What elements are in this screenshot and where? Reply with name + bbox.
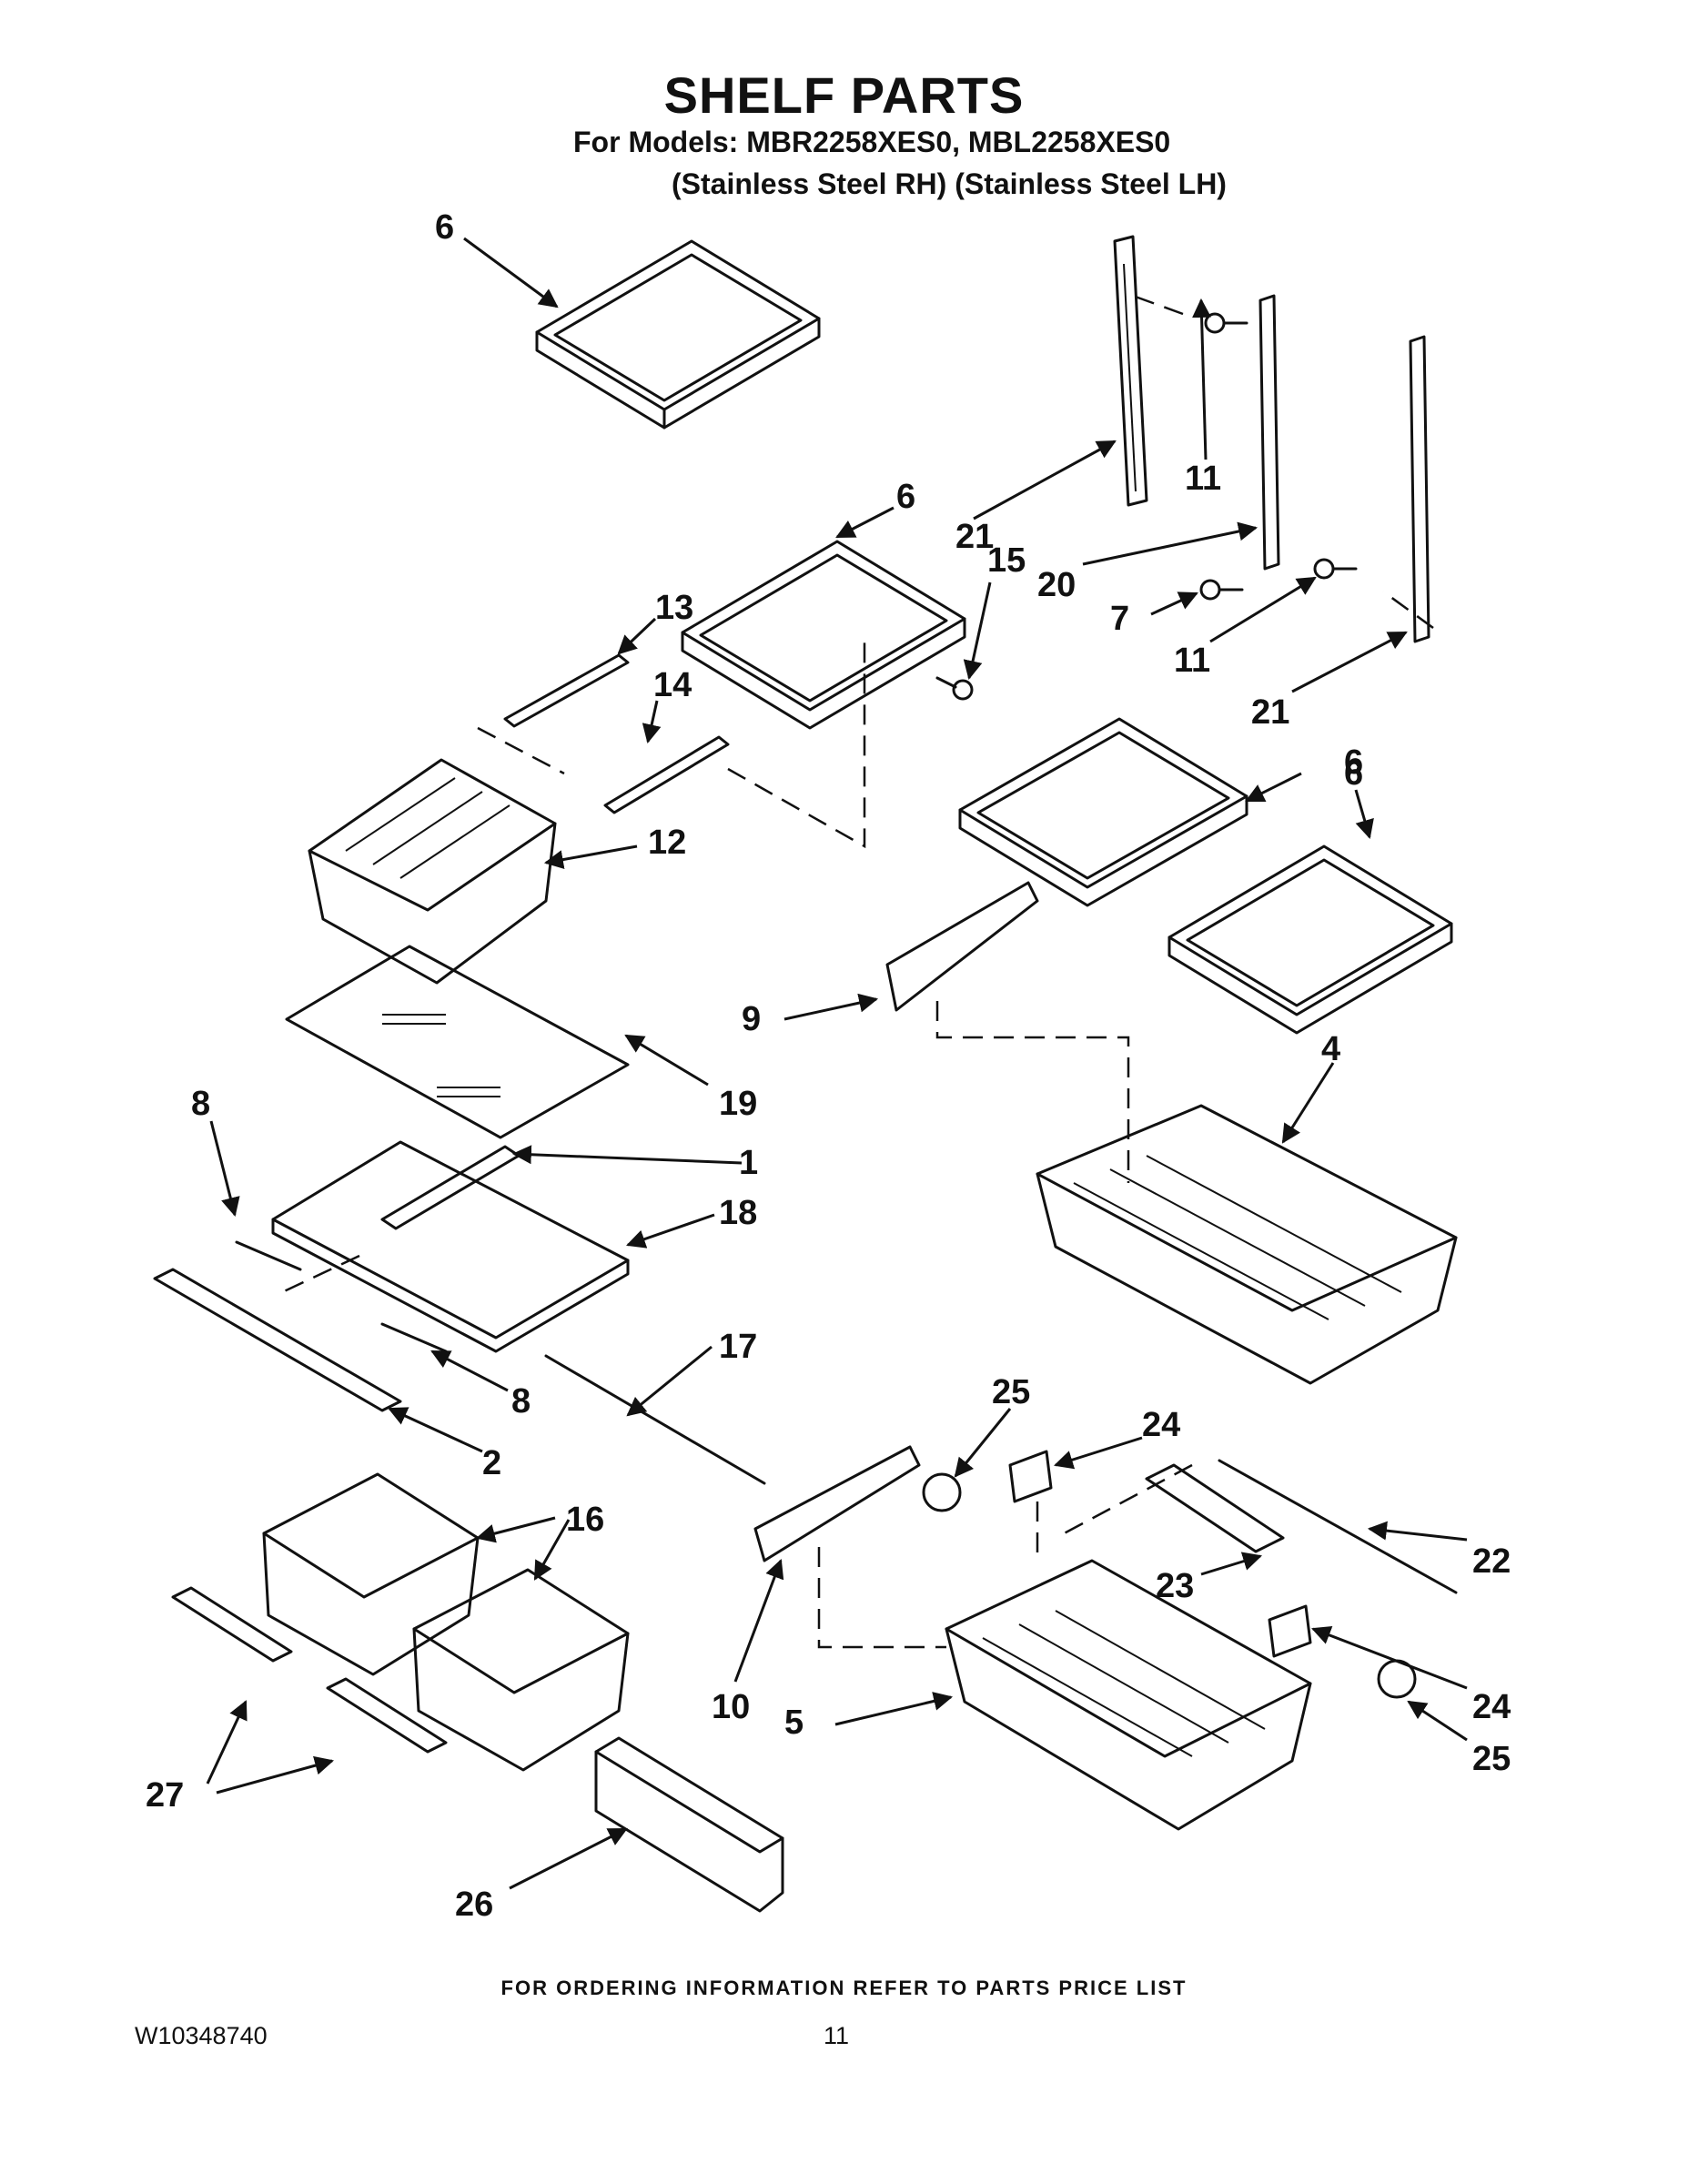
models-line: For Models: MBR2258XES0, MBL2258XES0: [573, 126, 1171, 158]
shelf-6d-drawing: [1167, 844, 1453, 1035]
callout-25-gear-left: 25: [992, 1373, 1030, 1411]
divider-1-drawing: [380, 1145, 521, 1230]
callout-17-rod: 17: [719, 1328, 757, 1366]
callout-6-top-shelf: 6: [435, 208, 454, 247]
document-number: W10348740: [135, 2022, 268, 2049]
callout-18-frame: 18: [719, 1194, 757, 1232]
callout-20-rail-center: 20: [1037, 566, 1076, 604]
callout-21-rail-right: 21: [1251, 693, 1289, 732]
drawer-12-drawing: [308, 758, 557, 985]
callout-1-divider: 1: [739, 1144, 758, 1182]
page-title: SHELF PARTS: [663, 66, 1025, 124]
callout-11-screw-top: 11: [1185, 460, 1221, 498]
screw-15-drawing: [935, 676, 974, 701]
clip-8a-drawing: [235, 1240, 302, 1271]
callout-2-trim: 2: [482, 1444, 501, 1482]
callout-4-basket: 4: [1321, 1030, 1340, 1068]
slide-23-drawing: [1145, 1463, 1285, 1553]
callout-21-rail-left: 21: [955, 518, 994, 556]
divider-10-drawing: [753, 1445, 921, 1562]
handle-27a-drawing: [171, 1586, 293, 1663]
callout-6-right-shelf: 6: [1344, 743, 1363, 782]
variants-line: (Stainless Steel RH) (Stainless Steel LH…: [672, 167, 1227, 200]
callout-7-screw: 7: [1110, 600, 1129, 638]
callout-10-divider: 10: [712, 1688, 750, 1726]
shelf-6b-drawing: [681, 540, 966, 730]
assembly-line-3: [935, 1001, 1130, 1183]
ordering-note: FOR ORDERING INFORMATION REFER TO PARTS …: [500, 1977, 1188, 1999]
page-number: 11: [824, 2022, 850, 2049]
slide-14-drawing: [603, 735, 730, 814]
divider-9-drawing: [885, 881, 1039, 1012]
divider-26-drawing: [594, 1736, 784, 1913]
shelf-6c-drawing: [958, 717, 1248, 907]
screw-11b-drawing: [1313, 558, 1358, 580]
callout-26-divider: 26: [455, 1886, 493, 1924]
screw-11a-drawing: [1204, 312, 1248, 334]
leader-arrows: [206, 237, 1468, 1890]
assembly-line-2: [727, 637, 866, 849]
callout-6-middle-shelf: 6: [896, 478, 915, 516]
callout-14-slide: 14: [653, 666, 692, 704]
basket-5-drawing: [945, 1559, 1312, 1831]
bin-16b-drawing: [412, 1568, 630, 1772]
callout-23-slide: 23: [1156, 1567, 1194, 1605]
screw-7-drawing: [1199, 579, 1244, 601]
bracket-24a-drawing: [1008, 1450, 1053, 1503]
callout-6-far-right-shelf: 6: [1344, 754, 1363, 793]
shelf-6a-drawing: [535, 239, 821, 430]
bracket-24b-drawing: [1268, 1604, 1312, 1658]
glass-19-drawing: [285, 945, 630, 1139]
rod-17-drawing: [544, 1354, 766, 1485]
handle-27b-drawing: [326, 1677, 448, 1754]
assembly-line-9: [1382, 590, 1434, 630]
assembly-line-8: [1132, 294, 1184, 316]
gear-25a-drawing: [922, 1472, 962, 1512]
callout-9-divider: 9: [742, 1000, 761, 1038]
callout-19-glass: 19: [719, 1085, 757, 1123]
callout-13-slide: 13: [655, 589, 693, 627]
trim-2-drawing: [153, 1268, 402, 1412]
callout-8-clip-left: 8: [191, 1085, 210, 1123]
assembly-line-4: [281, 1254, 360, 1294]
callout-24-bracket-left: 24: [1142, 1406, 1180, 1444]
frame-18-drawing: [271, 1140, 630, 1353]
callout-25-gear-right: 25: [1472, 1740, 1511, 1778]
callout-21-rail-far-right: 21: [1251, 693, 1289, 732]
callout-15-screw: 15: [987, 541, 1026, 580]
assembly-line-1: [477, 726, 565, 775]
callout-8-clip-right: 8: [511, 1382, 531, 1421]
rail-21b-drawing: [1409, 335, 1430, 643]
callout-22-rod: 22: [1472, 1542, 1511, 1581]
bin-16a-drawing: [262, 1472, 480, 1676]
assembly-line-7: [1055, 1463, 1193, 1540]
assembly-line-5: [817, 1547, 946, 1649]
clip-8b-drawing: [380, 1322, 448, 1353]
callout-24-bracket-right: 24: [1472, 1688, 1511, 1726]
callout-12-drawer: 12: [648, 824, 686, 862]
callout-16-bins: 16: [566, 1501, 604, 1539]
rail-21a-drawing: [1113, 235, 1148, 507]
callout-11-screw-lower: 11: [1174, 642, 1210, 680]
basket-4-drawing: [1036, 1104, 1458, 1385]
slide-13-drawing: [503, 653, 630, 728]
callout-5-basket: 5: [784, 1704, 804, 1742]
callout-27-handles: 27: [146, 1776, 184, 1815]
rod-22-drawing: [1218, 1459, 1458, 1594]
rail-20-drawing: [1258, 294, 1280, 571]
